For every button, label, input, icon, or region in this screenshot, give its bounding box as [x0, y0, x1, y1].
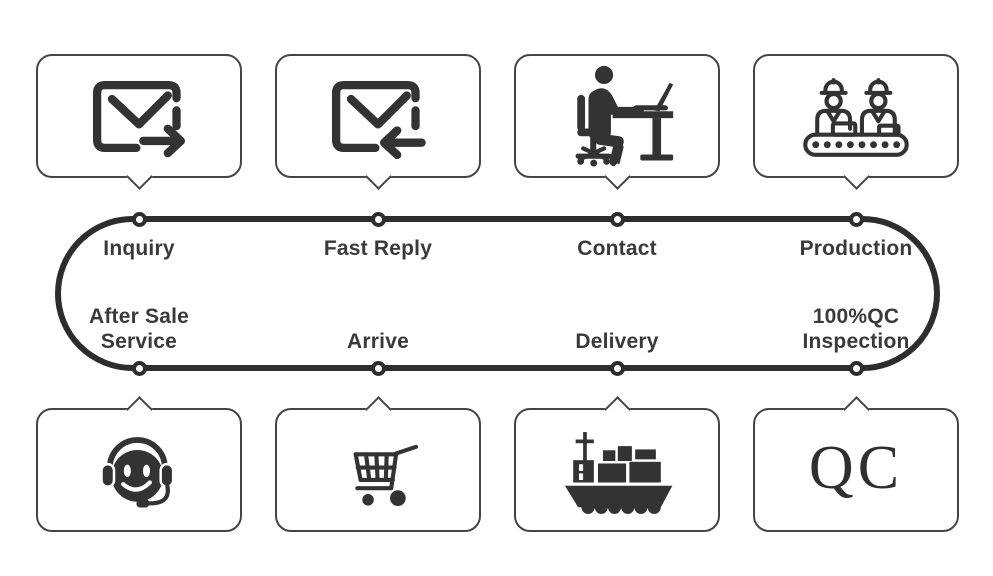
headset-smiley-icon: [100, 437, 175, 508]
step-label-arrive: Arrive: [347, 330, 409, 354]
bubble-tail: [843, 163, 870, 190]
step-label-after-sale-service: After Sale Service: [88, 304, 190, 354]
shopping-cart-icon: [353, 444, 419, 506]
bubble-tail: [365, 396, 392, 423]
flow-node-fast-reply: [370, 211, 386, 227]
flow-node-delivery: [609, 360, 625, 376]
bubble-production: [753, 54, 959, 190]
flow-node-arrive: [370, 360, 386, 376]
step-label-qc-inspection: 100%QC Inspection: [802, 304, 910, 354]
bubble-tail: [126, 163, 153, 190]
bubble-tail: [365, 163, 392, 190]
email-receive-icon: [331, 80, 426, 159]
person-at-desk-icon: [575, 65, 674, 167]
bubble-qc-inspection: QC: [753, 396, 959, 532]
assembly-line-workers-icon: [803, 78, 909, 157]
step-label-contact: Contact: [577, 237, 657, 260]
flow-node-after-sale-service: [131, 360, 147, 376]
bubble-tail: [126, 396, 153, 423]
step-label-delivery: Delivery: [575, 330, 659, 354]
step-label-inquiry: Inquiry: [103, 237, 175, 260]
email-send-icon: [92, 80, 186, 157]
bubble-delivery: [514, 396, 720, 532]
step-label-fast-reply: Fast Reply: [323, 237, 433, 260]
bubble-fast-reply: [275, 54, 481, 190]
bubble-tail: [604, 396, 631, 423]
bubble-inquiry: [36, 54, 242, 190]
bubble-contact: [514, 54, 720, 190]
flow-node-contact: [609, 211, 625, 227]
bubble-arrive: [275, 396, 481, 532]
flow-node-qc-inspection: [848, 360, 864, 376]
qc-monogram: QC: [808, 434, 904, 502]
flow-node-production: [848, 211, 864, 227]
flow-node-inquiry: [131, 211, 147, 227]
bubble-after-sale-service: [36, 396, 242, 532]
bubble-tail: [843, 396, 870, 423]
cargo-ship-icon: [564, 431, 673, 514]
flow-loop: [55, 216, 940, 371]
step-label-production: Production: [799, 237, 913, 260]
